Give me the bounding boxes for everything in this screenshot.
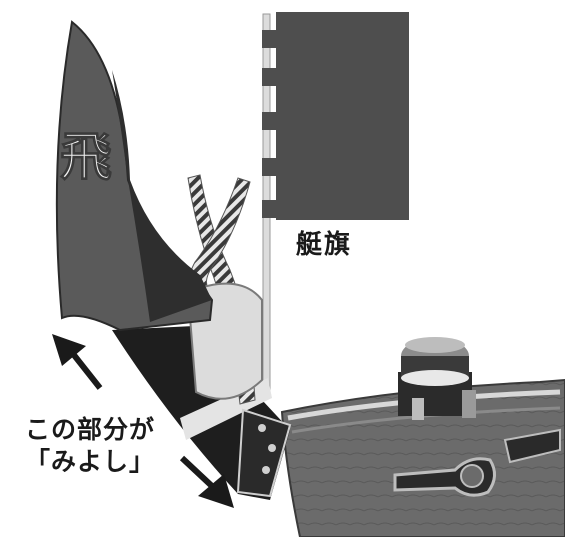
callout-text: この部分が 「みよし」: [0, 414, 180, 478]
boat-hull: [280, 378, 565, 537]
arrow-down-right: [179, 455, 234, 508]
taiko-drum: [398, 337, 472, 420]
callout-line-2: 「みよし」: [24, 447, 155, 476]
bow-character: 飛: [60, 128, 112, 188]
arrow-up-left: [52, 334, 103, 390]
callout-line-1: この部分が: [24, 415, 155, 444]
bow-panel-side: [112, 70, 212, 322]
bow-plate: [236, 408, 292, 498]
boat-flag: [262, 12, 409, 220]
hull-ornament: [393, 428, 561, 497]
deck-post: [462, 390, 476, 418]
flag-label: 艇旗: [296, 230, 353, 260]
